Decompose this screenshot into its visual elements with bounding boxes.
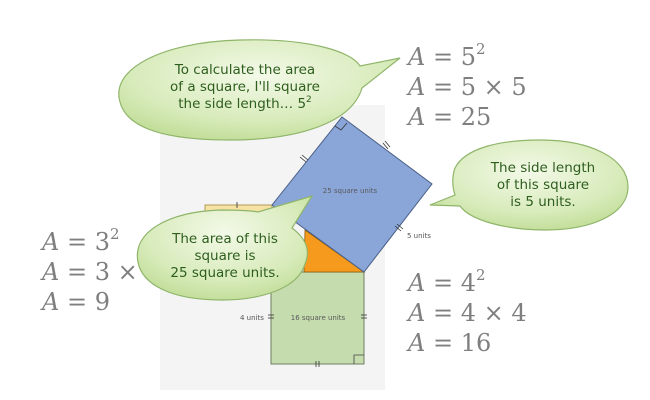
bubble-top-text: To calculate the area of a square, I'll …: [170, 62, 320, 112]
big-right-angle-mark: [334, 122, 348, 131]
medium-square: [270, 271, 365, 365]
equation-medium-square: A = 42 A = 4 × 4 A = 16: [408, 268, 527, 358]
equation-line: A = 25: [408, 103, 492, 131]
big-square-area-label: 25 square units: [323, 187, 378, 195]
equation-line: A = 3 ×: [42, 258, 138, 286]
equation-line: A = 16: [408, 329, 492, 357]
big-tick-marks: [299, 140, 404, 232]
medium-square-area-label: 16 square units: [291, 314, 346, 322]
bubble-right-text: The side length of this square is 5 unit…: [490, 160, 596, 210]
equation-line: A = 4 × 4: [408, 299, 527, 327]
bubble-left-text: The area of this square is 25 square uni…: [170, 231, 280, 281]
medium-tick-marks: [268, 314, 367, 367]
equation-line: A = 5 × 5: [408, 73, 527, 101]
medium-right-angle-mark: [353, 354, 364, 364]
bubble-right-shape: [429, 139, 629, 231]
big-square: [271, 116, 433, 273]
equation-small-square: A = 32 A = 3 × A = 9: [42, 227, 138, 317]
equation-big-square: A = 52 A = 5 × 5 A = 25: [408, 42, 527, 132]
equation-line: A = 32: [42, 225, 120, 257]
bubble-top-shape: [118, 39, 401, 141]
side-label-4-units: 4 units: [240, 314, 264, 322]
equation-line: A = 9: [42, 288, 110, 316]
bubble-left-shape: [136, 194, 314, 301]
side-label-5-units: 5 units: [407, 232, 431, 240]
equation-line: A = 52: [408, 40, 486, 72]
equation-line: A = 42: [408, 266, 486, 298]
